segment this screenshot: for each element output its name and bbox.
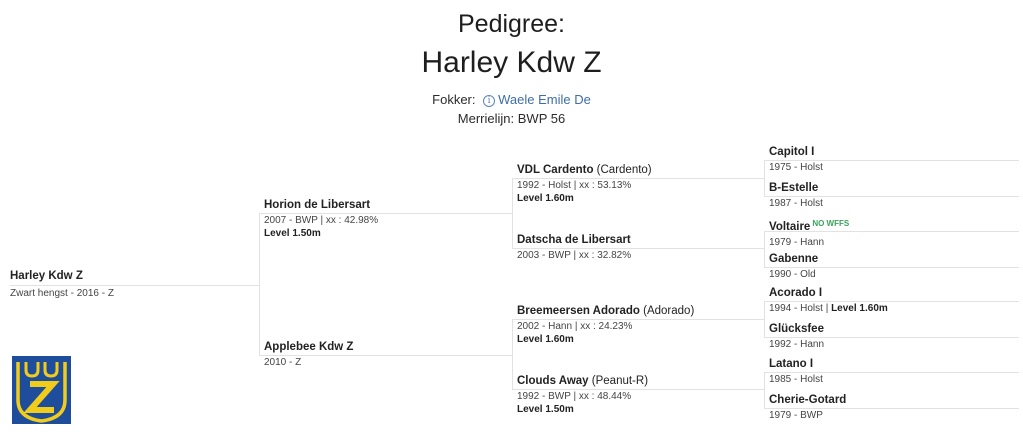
ggp-details-3: 1979 - Hann	[769, 237, 825, 248]
mare-line-row: Merrielijn: BWP 56	[0, 111, 1023, 126]
ggp-name-1[interactable]: Capitol I	[769, 146, 815, 158]
ggp-node-5: Acorado I 1994 - Holst | Level 1.60m	[769, 286, 888, 315]
gp-ss-level: Level 1.60m	[517, 193, 574, 204]
ggp-node-7: Latano I 1985 - Holst	[769, 357, 823, 386]
ggp-details-row-5: 1994 - Holst | Level 1.60m	[769, 302, 888, 315]
gp-ds-level: Level 1.60m	[517, 334, 574, 345]
gen3-connector-4	[764, 372, 765, 408]
gp-ds-details: 2002 - Hann | xx : 24.23%	[517, 321, 633, 332]
ggp-details-8: 1979 - BWP	[769, 410, 823, 421]
ggp-details-6: 1992 - Hann	[769, 339, 825, 350]
info-icon[interactable]: i	[483, 95, 496, 107]
gp-ds-name[interactable]: Breemeersen Adorado	[517, 305, 640, 317]
gp-dd-underline	[512, 389, 764, 390]
horse-name-heading: Harley Kdw Z	[421, 46, 602, 79]
ggp-name-8[interactable]: Cherie-Gotard	[769, 394, 847, 406]
gen2-connector-sire	[512, 178, 513, 249]
sire-underline	[259, 213, 512, 214]
sire-node: Horion de Libersart 2007 - BWP | xx : 42…	[264, 198, 378, 240]
ggp-name-7[interactable]: Latano I	[769, 358, 814, 370]
gen1-connector	[259, 213, 260, 356]
sire-details: 2007 - BWP | xx : 42.98%	[264, 215, 379, 226]
mare-line-label: Merrielijn:	[457, 111, 515, 126]
breeder-link[interactable]: Waele Emile De	[498, 92, 591, 107]
ggp-underline-2	[764, 196, 1019, 197]
gp-ss-name-row[interactable]: VDL Cardento (Cardento)	[517, 163, 652, 178]
subject-underline	[10, 285, 259, 286]
gp-dd-alias: (Peanut-R)	[591, 375, 649, 387]
gp-ds-underline	[512, 319, 764, 320]
dam-node: Applebee Kdw Z 2010 - Z	[264, 340, 353, 369]
ggp-underline-6	[764, 337, 1019, 338]
dam-name[interactable]: Applebee Kdw Z	[264, 341, 354, 353]
ggp-level-5: Level 1.60m	[831, 303, 888, 314]
gp-dd-node: Clouds Away (Peanut-R) 1992 - BWP | xx :…	[517, 374, 648, 416]
sire-name[interactable]: Horion de Libersart	[264, 199, 371, 211]
breeder-label: Fokker:	[432, 92, 476, 107]
subject-node: Harley Kdw Z Zwart hengst - 2016 - Z	[10, 269, 114, 300]
ggp-name-6[interactable]: Glücksfee	[769, 323, 824, 335]
ggp-underline-4	[764, 267, 1019, 268]
ggp-underline-1	[764, 160, 1019, 161]
gp-dd-level: Level 1.50m	[517, 404, 574, 415]
gp-ss-details: 1992 - Holst | xx : 53.13%	[517, 180, 632, 191]
gp-dd-name[interactable]: Clouds Away	[517, 375, 589, 387]
gp-dd-details: 1992 - BWP | xx : 48.44%	[517, 391, 632, 402]
ggp-node-4: Gabenne 1990 - Old	[769, 252, 818, 281]
subject-name[interactable]: Harley Kdw Z	[10, 270, 83, 282]
ggp-node-2: B-Estelle 1987 - Holst	[769, 181, 823, 210]
gp-sd-details: 2003 - BWP | xx : 32.82%	[517, 250, 632, 261]
gp-sd-node: Datscha de Libersart 2003 - BWP | xx : 3…	[517, 233, 631, 262]
gp-dd-name-row[interactable]: Clouds Away (Peanut-R)	[517, 374, 648, 389]
dam-details: 2010 - Z	[264, 357, 302, 368]
sire-level: Level 1.50m	[264, 228, 321, 239]
ggp-node-1: Capitol I 1975 - Holst	[769, 145, 823, 174]
page-title: Pedigree:	[457, 10, 566, 38]
gp-ds-alias: (Adorado)	[643, 305, 695, 317]
ggp-underline-8	[764, 408, 1019, 409]
ggp-underline-7	[764, 372, 1019, 373]
gp-ds-name-row[interactable]: Breemeersen Adorado (Adorado)	[517, 304, 694, 319]
gen3-connector-2	[764, 231, 765, 267]
ggp-details-1: 1975 - Holst	[769, 162, 823, 173]
ggp-name-2[interactable]: B-Estelle	[769, 182, 819, 194]
gp-ss-name[interactable]: VDL Cardento	[517, 164, 594, 176]
no-wffs-badge: NO WFFS	[812, 219, 850, 228]
dam-underline	[259, 355, 512, 356]
gen3-connector-1	[764, 160, 765, 196]
ggp-name-4[interactable]: Gabenne	[769, 253, 819, 265]
gp-ds-node: Breemeersen Adorado (Adorado) 2002 - Han…	[517, 304, 694, 346]
gp-sd-underline	[512, 248, 764, 249]
ggp-details-2: 1987 - Holst	[769, 198, 823, 209]
ggp-underline-5	[764, 301, 1019, 302]
gen2-connector-dam	[512, 319, 513, 390]
ggp-underline-3	[764, 231, 1019, 232]
gp-sd-name[interactable]: Datscha de Libersart	[517, 234, 631, 246]
ggp-name-3[interactable]: Voltaire	[769, 221, 811, 233]
zangersheide-logo-icon	[12, 356, 71, 424]
gen3-connector-3	[764, 301, 765, 337]
mare-line-value: BWP 56	[517, 111, 566, 126]
ggp-details-7: 1985 - Holst	[769, 374, 823, 385]
ggp-node-8: Cherie-Gotard 1979 - BWP	[769, 393, 846, 422]
ggp-details-5: 1994 - Holst |	[769, 303, 832, 314]
gp-ss-alias: (Cardento)	[596, 164, 652, 176]
gp-ss-node: VDL Cardento (Cardento) 1992 - Holst | x…	[517, 163, 652, 205]
ggp-node-6: Glücksfee 1992 - Hann	[769, 322, 824, 351]
ggp-details-4: 1990 - Old	[769, 269, 816, 280]
ggp-name-5[interactable]: Acorado I	[769, 287, 823, 299]
subject-details: Zwart hengst - 2016 - Z	[10, 288, 114, 299]
gp-ss-underline	[512, 178, 764, 179]
